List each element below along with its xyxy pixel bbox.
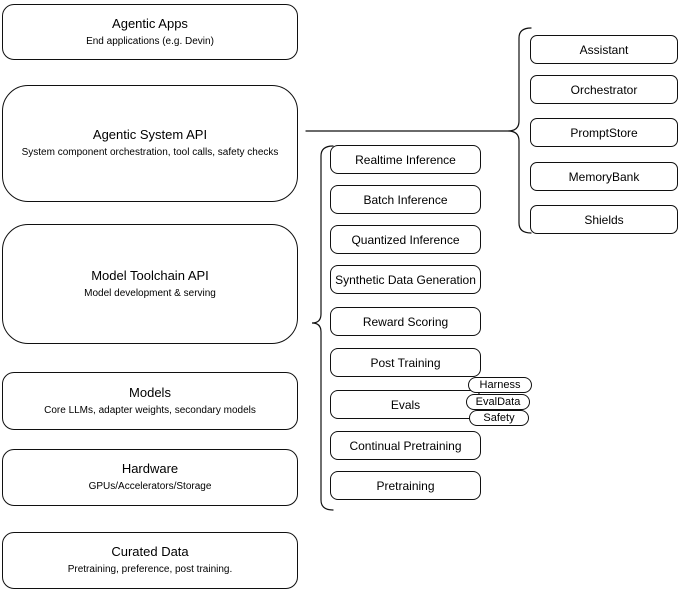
component-shields: Shields xyxy=(530,205,678,234)
box-subtitle: Pretraining, preference, post training. xyxy=(67,564,233,576)
box-curated-data: Curated Data Pretraining, preference, po… xyxy=(2,532,298,589)
toolchain-item-quantized-inference: Quantized Inference xyxy=(330,225,481,254)
box-subtitle: System component orchestration, tool cal… xyxy=(21,147,279,159)
box-title: Hardware xyxy=(121,461,179,477)
component-memorybank: MemoryBank xyxy=(530,162,678,191)
toolchain-item-evals: Evals xyxy=(330,390,481,419)
toolchain-item-reward-scoring: Reward Scoring xyxy=(330,307,481,336)
box-subtitle: End applications (e.g. Devin) xyxy=(86,35,214,47)
box-agentic-apps: Agentic Apps End applications (e.g. Devi… xyxy=(2,4,298,60)
box-title: Agentic Apps xyxy=(112,15,188,31)
box-hardware: Hardware GPUs/Accelerators/Storage xyxy=(2,449,298,506)
box-agentic-system-api: Agentic System API System component orch… xyxy=(2,85,298,202)
box-model-toolchain-api: Model Toolchain API Model development & … xyxy=(2,224,298,344)
box-models: Models Core LLMs, adapter weights, secon… xyxy=(2,372,298,430)
box-title: Curated Data xyxy=(111,544,189,560)
box-subtitle: Core LLMs, adapter weights, secondary mo… xyxy=(44,404,256,416)
component-assistant: Assistant xyxy=(530,35,678,64)
box-subtitle: GPUs/Accelerators/Storage xyxy=(88,481,212,493)
toolchain-item-post-training: Post Training xyxy=(330,348,481,377)
eval-tag-harness: Harness xyxy=(468,377,532,393)
toolchain-item-continual-pretraining: Continual Pretraining xyxy=(330,431,481,460)
component-orchestrator: Orchestrator xyxy=(530,75,678,104)
system-components-bracket xyxy=(507,27,532,234)
eval-tag-safety: Safety xyxy=(469,410,529,426)
box-subtitle: Model development & serving xyxy=(84,287,216,299)
box-title: Agentic System API xyxy=(92,127,208,143)
toolchain-item-pretraining: Pretraining xyxy=(330,471,481,500)
box-title: Model Toolchain API xyxy=(91,267,209,283)
toolchain-item-batch-inference: Batch Inference xyxy=(330,185,481,214)
toolchain-item-synthetic-data-generation: Synthetic Data Generation xyxy=(330,265,481,294)
toolchain-item-realtime-inference: Realtime Inference xyxy=(330,145,481,174)
component-promptstore: PromptStore xyxy=(530,118,678,147)
box-title: Models xyxy=(129,384,171,400)
eval-tag-evaldata: EvalData xyxy=(466,394,530,410)
